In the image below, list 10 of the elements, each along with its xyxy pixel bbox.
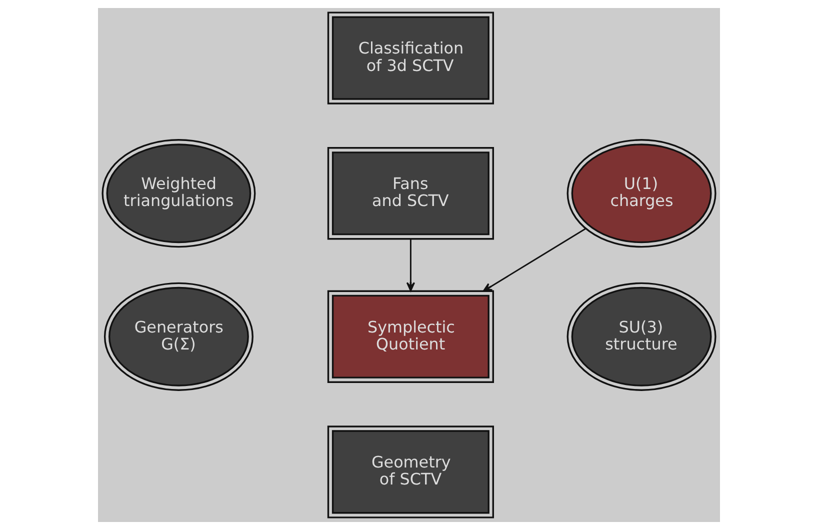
node-ellipse: SU(3) structure <box>566 282 716 391</box>
node-box: Classification of 3d SCTV <box>327 12 494 104</box>
node-box: Symplectic Quotient <box>327 290 494 383</box>
arrow <box>482 228 586 292</box>
node-ellipse: Weighted triangulations <box>102 139 256 248</box>
arrow <box>406 239 416 292</box>
node-box: Geometry of SCTV <box>327 426 494 518</box>
node-ellipse: Generators G(Σ) <box>104 282 254 391</box>
node-box: Fans and SCTV <box>327 147 494 240</box>
node-ellipse: U(1) charges <box>566 139 716 248</box>
